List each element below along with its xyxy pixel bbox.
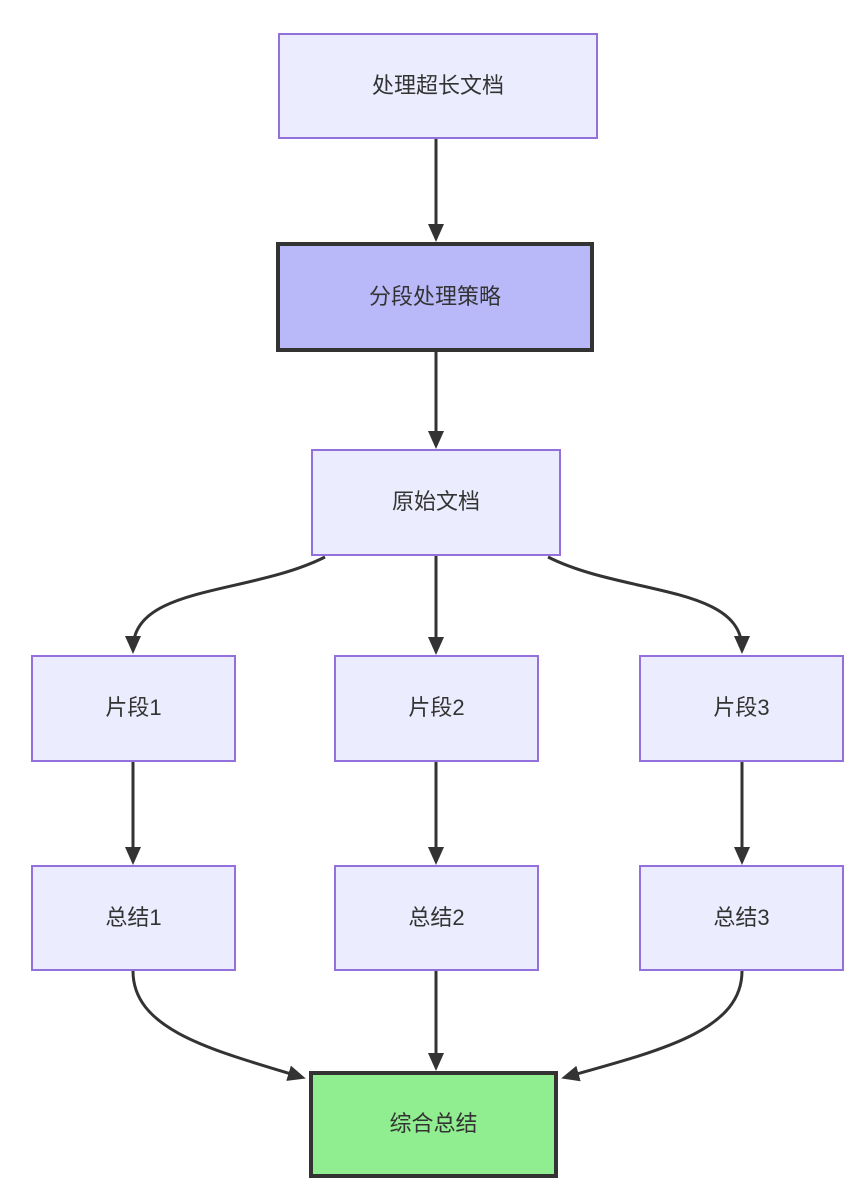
edge-e1-f xyxy=(131,970,306,1081)
node-combined-summary: 综合总结 xyxy=(309,1071,558,1178)
node-segmented-processing-strategy: 分段处理策略 xyxy=(276,242,594,352)
node-fragment-3: 片段3 xyxy=(639,655,844,762)
node-summary-2: 总结2 xyxy=(334,865,539,971)
node-fragment-2: 片段2 xyxy=(334,655,539,762)
node-label: 片段1 xyxy=(105,695,162,721)
node-label: 片段2 xyxy=(408,695,465,721)
node-label: 分段处理策略 xyxy=(368,283,501,309)
node-label: 处理超长文档 xyxy=(371,72,504,98)
node-summary-3: 总结3 xyxy=(639,865,844,971)
node-fragment-1: 片段1 xyxy=(31,655,236,762)
node-label: 总结1 xyxy=(105,904,162,930)
node-label: 原始文档 xyxy=(391,489,480,515)
edge-c-d1 xyxy=(125,555,326,654)
node-label: 总结2 xyxy=(408,904,465,930)
edge-e3-f xyxy=(561,970,744,1082)
node-handle-long-document: 处理超长文档 xyxy=(278,33,598,139)
edge-c-d3 xyxy=(547,555,750,654)
node-label: 综合总结 xyxy=(389,1111,478,1137)
node-label: 片段3 xyxy=(713,695,770,721)
node-summary-1: 总结1 xyxy=(31,865,236,971)
node-label: 总结3 xyxy=(713,904,770,930)
node-original-document: 原始文档 xyxy=(311,449,561,556)
